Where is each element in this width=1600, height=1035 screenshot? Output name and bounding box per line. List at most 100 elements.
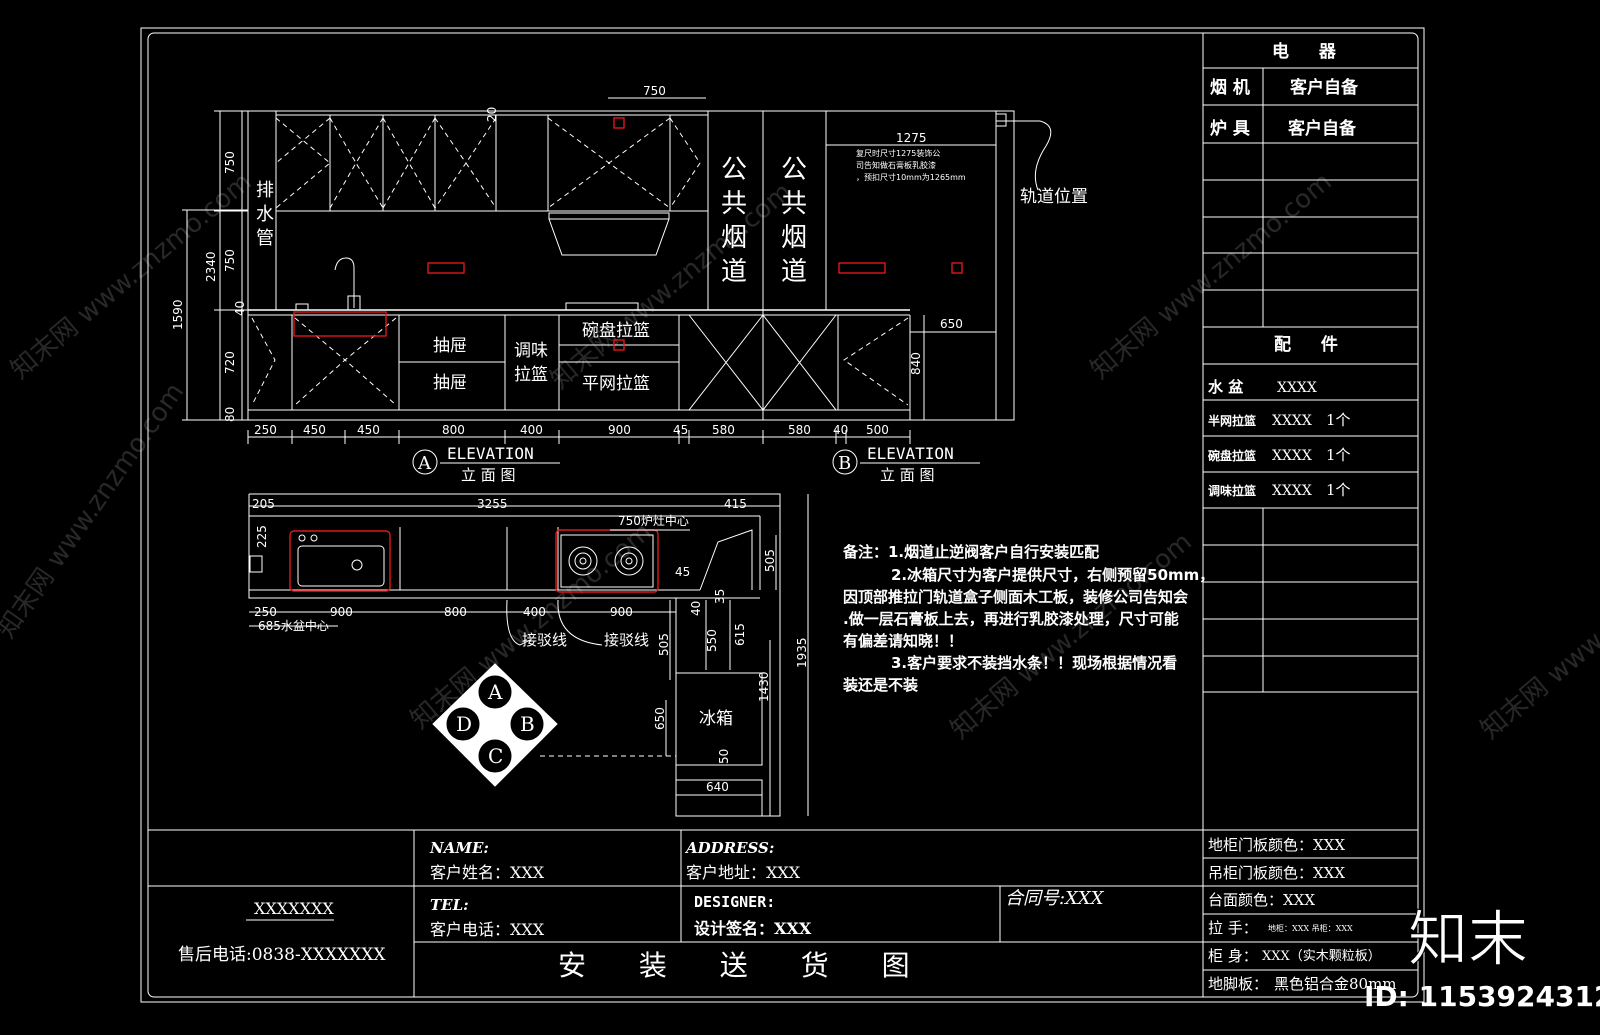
stove-center-label: 750炉灶中心 — [618, 513, 689, 528]
plan-dim-640: 640 — [706, 780, 729, 794]
company-name: XXXXXXX — [254, 899, 334, 918]
dim-bottom-40: 40 — [833, 423, 848, 437]
note-line-3: 因顶部推拉门轨道盒子侧面木工板，装修公司告知会 — [843, 588, 1188, 606]
dim-bottom-450a: 450 — [303, 423, 326, 437]
fridge-note-1: 复尺时尺寸1275装饰公 — [856, 148, 940, 158]
note-line-4: .做一层石膏板上去，再进行乳胶漆处理，尺寸可能 — [843, 610, 1179, 628]
name-label: NAME: — [429, 839, 489, 857]
plan-dim-505a: 505 — [763, 549, 777, 572]
plan-view: 205 3255 415 750炉灶中心 685水盆中心 250 900 800… — [248, 493, 809, 817]
dim-40: 40 — [233, 301, 247, 316]
dim-bottom-250: 250 — [254, 423, 277, 437]
elevation-b-marker: B — [838, 453, 851, 474]
spec-counter-color: 台面颜色：XXX — [1208, 891, 1315, 909]
appliance-hood-key: 烟 机 — [1210, 77, 1250, 98]
accessory-sink-key: 水 盆 — [1208, 378, 1244, 396]
brand-logo: 知末 ID: 1153924312 — [1364, 905, 1600, 1014]
note-line-5: 有偏差请知晓！！ — [843, 632, 963, 650]
spec-body-label: 柜 身： — [1208, 947, 1258, 965]
sheet-border-outer — [140, 27, 1425, 1003]
drawer-label-1: 抽屉 — [433, 336, 467, 356]
image-id: ID: 1153924312 — [1364, 980, 1600, 1013]
sink-center-label: 685水盆中心 — [258, 618, 329, 633]
flue-right-1: 公 — [781, 155, 807, 185]
plan-dim-650: 650 — [653, 707, 667, 730]
dim-bottom-580b: 580 — [788, 423, 811, 437]
spec-table: 电 器 烟 机 客户自备 炉 具 客户自备 配 件 水 盆 XXXX 半网拉篮 … — [1202, 33, 1418, 997]
dim-bottom-900: 900 — [608, 423, 631, 437]
drain-pipe-label-3: 管 — [256, 228, 274, 249]
compass-c: C — [488, 744, 503, 768]
elevation-b-label: ELEVATION — [867, 444, 954, 463]
accessory-dish-basket-key: 碗盘拉篮 — [1208, 448, 1256, 463]
plan-dim-1430: 1430 — [757, 671, 771, 702]
plan-dim-35: 35 — [713, 589, 727, 604]
dim-20: 20 — [485, 107, 499, 122]
dim-650: 650 — [940, 317, 963, 331]
spec-handle-value: 地柜：XXX 吊柜：XXX — [1268, 923, 1353, 933]
dish-basket-label: 碗盘拉篮 — [582, 321, 650, 341]
accessory-spice-basket-qty: 1个 — [1326, 481, 1351, 499]
spice-basket-label-1: 调味 — [514, 341, 548, 361]
drawer-label-2: 抽屉 — [433, 373, 467, 393]
dim-bottom-580a: 580 — [712, 423, 735, 437]
joint-line-label-2: 接驳线 — [604, 631, 649, 649]
rail-position-label: 轨道位置 — [1020, 187, 1088, 207]
flue-right-2: 共 — [781, 189, 807, 219]
flue-right-4: 道 — [781, 257, 807, 287]
customer-name: 客户姓名：XXX — [430, 863, 545, 882]
note-line-1: 备注：1.烟道止逆阀客户自行安装匹配 — [842, 543, 1099, 561]
designer-label: DESIGNER: — [694, 893, 775, 911]
brand-logo-text: 知末 — [1408, 905, 1528, 975]
dim-1275: 1275 — [896, 131, 927, 145]
address-label: ADDRESS: — [684, 839, 774, 857]
note-line-6: 3.客户要求不装挡水条！！现场根据情况看 — [891, 654, 1177, 672]
notes-block: 备注：1.烟道止逆阀客户自行安装匹配 2.冰箱尺寸为客户提供尺寸，右侧预留50m… — [842, 543, 1214, 694]
dim-bottom-45: 45 — [673, 423, 688, 437]
plan-dim-225: 225 — [255, 525, 269, 548]
plan-dim-205: 205 — [252, 497, 275, 511]
accessory-half-basket-qty: 1个 — [1326, 411, 1351, 429]
appliance-stove-value: 客户自备 — [1287, 118, 1357, 139]
dim-750-top: 750 — [643, 84, 666, 98]
spec-body-value: XXX（实木颗粒板） — [1262, 949, 1381, 964]
customer-phone: 客户电话：XXX — [430, 920, 545, 939]
drain-pipe-label-1: 排 — [256, 180, 274, 201]
plan-dim-615: 615 — [733, 623, 747, 646]
watermark-text: 知末网 www.znzmo.com — [1475, 527, 1600, 746]
dim-bottom-500: 500 — [866, 423, 889, 437]
dim-750-b: 750 — [223, 249, 237, 272]
plan-dim-550: 550 — [705, 629, 719, 652]
dim-bottom-450b: 450 — [357, 423, 380, 437]
dim-2340: 2340 — [204, 251, 218, 282]
spec-kick-value: 黑色铝合金80mm — [1274, 975, 1397, 993]
spec-wall-door-color: 吊柜门板颜色：XXX — [1208, 864, 1345, 882]
accessory-spice-basket-key: 调味拉篮 — [1208, 483, 1256, 498]
dim-bottom-800: 800 — [442, 423, 465, 437]
flue-left-1: 公 — [721, 155, 747, 185]
compass-b: B — [520, 712, 535, 736]
fridge-note-2: 司告知做石膏板乳胶漆 — [856, 160, 936, 170]
spec-kick-label: 地脚板： — [1208, 975, 1268, 993]
sheet-border-inner — [147, 32, 1419, 998]
elevation-a-label: ELEVATION — [447, 444, 534, 463]
plan-dim-bottom-900b: 900 — [610, 605, 633, 619]
plan-dim-40: 40 — [689, 601, 703, 616]
dim-80: 80 — [223, 407, 237, 422]
flat-basket-label: 平网拉篮 — [582, 374, 650, 394]
accessory-sink-value: XXXX — [1277, 380, 1317, 396]
compass-d: D — [456, 712, 472, 736]
plan-dim-415: 415 — [724, 497, 747, 511]
drain-pipe-label-2: 水 — [256, 204, 274, 225]
accessory-dish-basket-value: XXXX — [1272, 448, 1312, 464]
flue-left-3: 烟 — [721, 223, 747, 253]
spice-basket-label-2: 拉篮 — [514, 365, 548, 385]
accessory-dish-basket-qty: 1个 — [1326, 446, 1351, 464]
dim-720: 720 — [223, 351, 237, 374]
watermark-text: 知末网 www.znzmo.com — [545, 177, 797, 396]
accessory-spice-basket-value: XXXX — [1272, 483, 1312, 499]
accessory-half-basket-key: 半网拉篮 — [1208, 413, 1256, 428]
accessory-half-basket-value: XXXX — [1272, 413, 1312, 429]
watermark-text: 知末网 www.znzmo.com — [0, 378, 190, 644]
